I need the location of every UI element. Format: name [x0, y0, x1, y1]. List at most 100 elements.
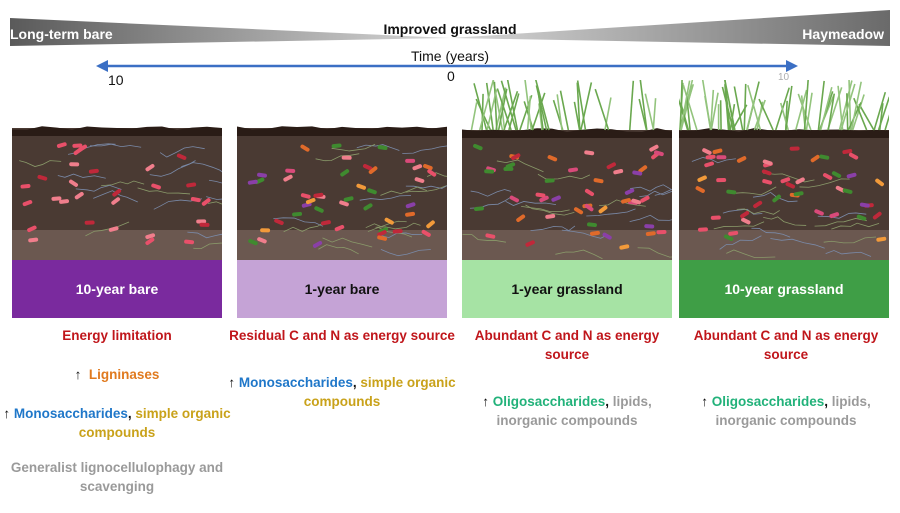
- bacterium: [568, 167, 578, 173]
- bacterium: [589, 230, 600, 236]
- column-10-year-bare: Energy limitation ↑ Ligninases ↑ Monosac…: [3, 326, 231, 496]
- bacterium: [426, 220, 435, 229]
- bacterium: [377, 145, 388, 151]
- grass-blade: [559, 90, 570, 131]
- energy-text: Abundant C and N as energy source: [693, 328, 879, 362]
- bacterium: [362, 163, 373, 171]
- bacterium: [780, 177, 791, 184]
- bacterium: [621, 198, 631, 204]
- grass-blade: [535, 85, 548, 131]
- column-1-year-bare: Residual C and N as energy source ↑ Mono…: [228, 326, 456, 411]
- molecule-strand: [85, 221, 130, 237]
- bacterium: [511, 153, 521, 161]
- bacterium: [334, 224, 345, 232]
- grass-blade: [853, 97, 868, 131]
- compound-c: inorganic compounds: [496, 413, 638, 428]
- grass-blade: [746, 99, 756, 131]
- grass-blade: [576, 82, 581, 131]
- molecule-strand: [521, 205, 570, 213]
- bacterium: [20, 183, 31, 189]
- molecule-strand: [639, 190, 672, 198]
- molecule-strand: [722, 208, 763, 215]
- molecule-strand: [691, 157, 736, 164]
- bacterium: [842, 149, 853, 155]
- bacterium: [377, 235, 388, 241]
- bacterium: [710, 215, 721, 220]
- grass-blade: [538, 103, 543, 131]
- gradient-banner: Long-term bare Improved grassland Haymea…: [0, 0, 900, 52]
- energy-text: Residual C and N as energy source: [229, 328, 455, 343]
- molecule-strand: [530, 225, 576, 232]
- grass-blade: [797, 93, 812, 131]
- bacterium: [300, 144, 310, 152]
- molecule-strand: [187, 231, 222, 239]
- bacterium: [638, 165, 648, 173]
- bacterium: [762, 159, 773, 166]
- up-arrow-icon: ↑: [228, 375, 236, 390]
- bacterium: [484, 169, 495, 174]
- grass-blade: [524, 80, 533, 131]
- molecule-strand: [405, 185, 447, 189]
- panel-label: 1-year grassland: [462, 260, 672, 318]
- bacterium: [196, 219, 207, 224]
- bacterium: [831, 171, 842, 178]
- molecule-strand: [207, 201, 222, 205]
- molecule-strand: [719, 235, 762, 250]
- bacterium: [405, 158, 416, 163]
- grass-blade: [481, 93, 484, 131]
- bacterium: [405, 202, 416, 209]
- bacterium: [736, 156, 747, 163]
- bacterium: [846, 172, 857, 179]
- grass-blade: [493, 81, 498, 131]
- bacterium: [300, 193, 311, 199]
- compound-b: simple organic compounds: [78, 406, 231, 440]
- bacterium: [704, 161, 714, 168]
- grass-blade: [594, 88, 610, 131]
- time-zero-value: 0: [447, 68, 455, 84]
- bacterium: [69, 162, 80, 167]
- bacterium: [145, 163, 155, 172]
- bacterium: [593, 178, 604, 184]
- bacterium: [814, 209, 824, 216]
- up-arrow-icon: ↑: [3, 406, 11, 421]
- bacterium: [321, 220, 331, 226]
- bacterium: [84, 220, 95, 225]
- grass-blade: [652, 98, 657, 131]
- molecule-strand: [381, 232, 423, 239]
- bacterium: [785, 182, 796, 189]
- molecule-strand: [555, 249, 603, 260]
- molecule-strand: [57, 173, 106, 179]
- compounds-line: ↑ Oligosaccharides, lipids,inorganic com…: [482, 394, 652, 428]
- bacterium: [257, 172, 267, 178]
- bacterium: [726, 189, 737, 195]
- bacterium: [423, 163, 433, 171]
- bacterium: [728, 230, 739, 236]
- molecule-strand: [75, 184, 122, 192]
- bacterium: [151, 183, 161, 190]
- grass-blade: [680, 102, 690, 131]
- bacterium: [551, 195, 561, 202]
- panel-label: 1-year bare: [237, 260, 447, 318]
- molecule-strand: [814, 218, 867, 227]
- molecule-strand: [817, 212, 867, 219]
- grass-blade: [526, 95, 532, 131]
- compound-b: lipids,: [831, 394, 871, 409]
- molecule-strand: [763, 216, 807, 226]
- grass-blade: [803, 80, 809, 131]
- left-wedge: [10, 18, 450, 46]
- topsoil-edge: [237, 126, 447, 136]
- bacterium: [368, 166, 378, 175]
- grass-blade: [878, 103, 884, 131]
- molecule-strand: [770, 238, 825, 249]
- molecule-strand: [736, 208, 780, 215]
- topsoil-edge: [462, 128, 672, 138]
- molecule-strand: [375, 222, 421, 230]
- grass-blade: [851, 94, 865, 131]
- grass-blade: [497, 88, 508, 131]
- bacterium: [88, 168, 99, 174]
- grass-blade: [604, 97, 612, 131]
- bacterium: [822, 173, 833, 180]
- compounds-line: ↑ Monosaccharides, simple organic compou…: [3, 406, 231, 440]
- bacterium: [339, 200, 349, 207]
- grass-blade: [733, 86, 744, 131]
